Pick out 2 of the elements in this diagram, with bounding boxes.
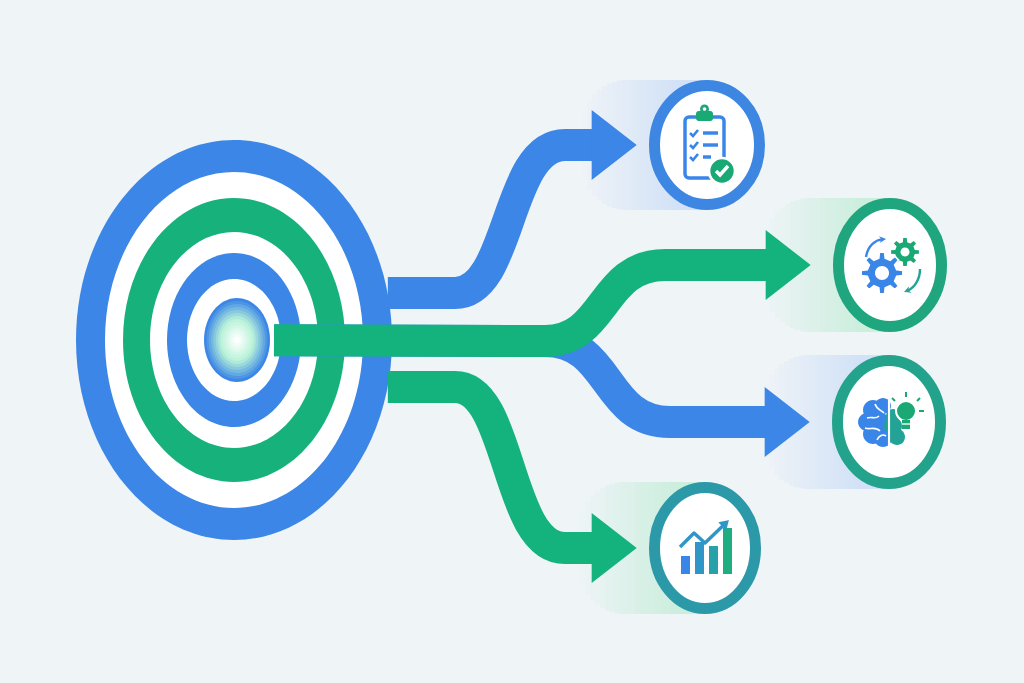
icon-circle (649, 482, 761, 614)
target (76, 140, 392, 540)
